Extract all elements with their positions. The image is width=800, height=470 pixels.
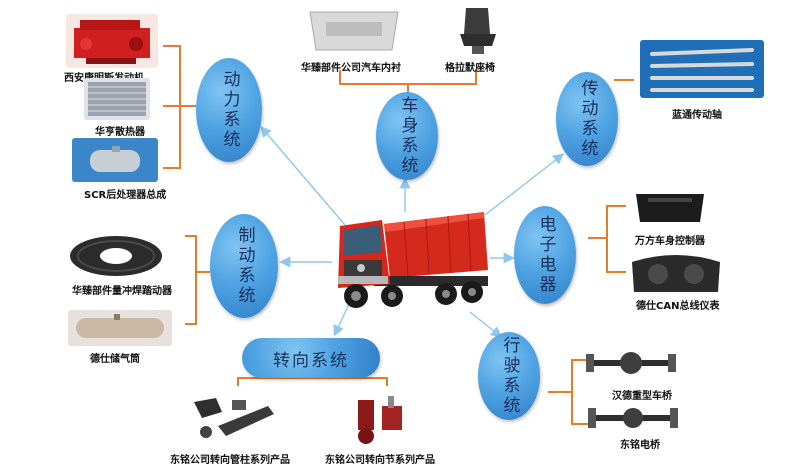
steering-column-image <box>194 398 274 438</box>
node-label: 传动系统 <box>577 79 598 159</box>
radiator-image <box>84 78 150 120</box>
drive-shaft-image <box>640 40 764 98</box>
component-label: 华亨散热器 <box>95 127 145 138</box>
node-power-system[interactable]: 动力系统 <box>196 58 262 162</box>
interior-liner-image <box>309 11 399 51</box>
node-driving-system[interactable]: 行驶系统 <box>478 332 540 420</box>
component-label: 德仕储气筒 <box>90 354 140 365</box>
component-label: 东铭电桥 <box>620 440 660 451</box>
bracket-electrical <box>588 205 626 273</box>
node-electrical-system[interactable]: 电子电器 <box>514 206 576 304</box>
seat-image <box>460 8 496 54</box>
component-label: 华臻部件量冲焊踏动器 <box>72 286 172 297</box>
component-label: 万方车身控制器 <box>635 236 705 247</box>
component-label: 汉德重型车桥 <box>612 391 672 402</box>
component-label: 格拉默座椅 <box>445 63 495 74</box>
body-controller-image <box>636 194 704 222</box>
node-label: 制动系统 <box>234 226 255 306</box>
bracket-braking <box>185 235 210 325</box>
bracket-driving <box>548 359 588 425</box>
arrow-steering <box>333 301 351 337</box>
node-label: 电子电器 <box>535 215 556 295</box>
node-transmission-system[interactable]: 传动系统 <box>556 72 618 166</box>
component-label: SCR后处理器总成 <box>84 190 167 201</box>
can-dashboard-image <box>632 255 720 292</box>
bracket-power <box>163 45 196 169</box>
component-label: 华臻部件公司汽车内衬 <box>301 63 401 74</box>
component-label: 东铭公司转向管柱系列产品 <box>170 455 290 466</box>
steering-knuckle-image <box>358 396 402 444</box>
node-braking-system[interactable]: 制动系统 <box>210 214 278 318</box>
arrow-transmission <box>484 153 565 216</box>
arrow-power <box>260 125 346 226</box>
component-label: 东铭公司转向节系列产品 <box>325 455 435 466</box>
node-label: 转向系统 <box>273 350 349 371</box>
brake-shield-image <box>70 236 162 276</box>
arrow-driving <box>469 311 503 338</box>
scr-unit-image <box>72 138 158 182</box>
electric-axle-image <box>588 408 678 428</box>
engine-image <box>66 14 158 68</box>
node-label: 动力系统 <box>219 70 240 150</box>
node-label: 行驶系统 <box>499 336 520 416</box>
component-label: 德仕CAN总线仪表 <box>636 301 720 312</box>
heavy-axle-image <box>586 352 676 374</box>
node-body-system[interactable]: 车身系统 <box>376 92 438 180</box>
component-label: 蓝通传动轴 <box>672 110 722 121</box>
node-label: 车身系统 <box>397 96 418 176</box>
node-steering-system[interactable]: 转向系统 <box>242 338 380 378</box>
truck-image <box>338 212 488 308</box>
air-tank-image <box>68 310 172 346</box>
